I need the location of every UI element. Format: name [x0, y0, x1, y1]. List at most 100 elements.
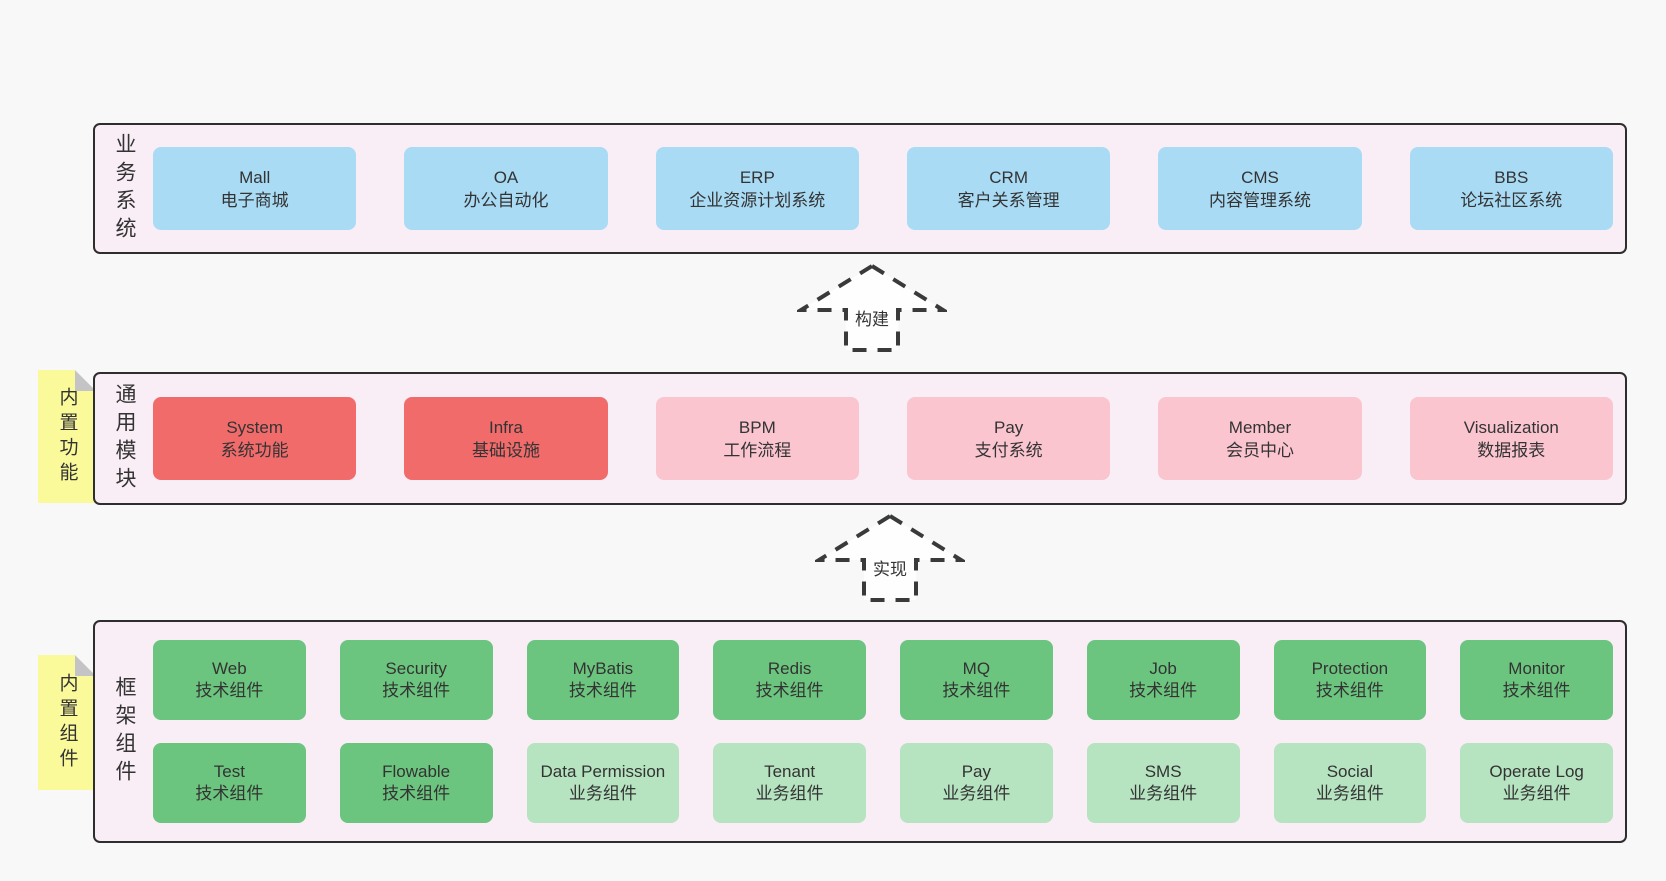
- build-arrow-label: 构建: [851, 304, 893, 331]
- box-title: MyBatis: [572, 659, 634, 678]
- box-subtitle: 业务组件: [1315, 784, 1384, 803]
- box-subtitle: 电子商城: [220, 190, 289, 210]
- box-title: Data Permission: [540, 762, 666, 781]
- box-subtitle: 技术组件: [195, 784, 264, 803]
- box-title: ERP: [739, 167, 775, 187]
- business-systems-label: 业务系统: [113, 132, 136, 245]
- box-mall: Mall 电子商城: [153, 147, 357, 230]
- box-title: Redis: [767, 659, 812, 678]
- box-title: Tenant: [764, 762, 816, 781]
- framework-components-label: 框架组件: [113, 675, 136, 788]
- box-social: Social 业务组件: [1273, 743, 1427, 823]
- box-title: Monitor: [1508, 659, 1565, 678]
- box-title: Social: [1326, 762, 1374, 781]
- box-subtitle: 企业资源计划系统: [689, 190, 826, 210]
- box-subtitle: 工作流程: [723, 440, 792, 460]
- common-modules-panel: 通用模块 System 系统功能 Infra 基础设施 BPM 工作流程 Pay…: [93, 372, 1627, 505]
- box-mq: MQ 技术组件: [900, 640, 1053, 720]
- box-subtitle: 系统功能: [220, 440, 289, 460]
- box-subtitle: 内容管理系统: [1208, 190, 1311, 210]
- box-subtitle: 技术组件: [568, 681, 637, 700]
- implement-arrow: 实现: [815, 512, 965, 602]
- box-erp: ERP 企业资源计划系统: [655, 147, 859, 230]
- box-subtitle: 技术组件: [1502, 681, 1571, 700]
- box-crm: CRM 客户关系管理: [906, 147, 1111, 230]
- box-cms: CMS 内容管理系统: [1158, 147, 1362, 230]
- box-pay: Pay 支付系统: [906, 397, 1111, 480]
- box-title: MQ: [962, 659, 991, 678]
- box-title: Flowable: [382, 762, 451, 781]
- box-title: OA: [493, 167, 519, 187]
- box-title: BPM: [738, 417, 776, 437]
- box-web: Web 技术组件: [153, 640, 306, 720]
- box-subtitle: 会员中心: [1225, 440, 1294, 460]
- box-data-permission: Data Permission 业务组件: [526, 743, 680, 823]
- box-title: Member: [1228, 417, 1292, 437]
- box-mybatis: MyBatis 技术组件: [526, 640, 680, 720]
- box-protection: Protection 技术组件: [1273, 640, 1427, 720]
- box-security: Security 技术组件: [339, 640, 493, 720]
- box-infra: Infra 基础设施: [404, 397, 608, 480]
- box-subtitle: 技术组件: [382, 784, 451, 803]
- builtin-components-tag: 内置组件: [38, 655, 96, 790]
- box-pay-component: Pay 业务组件: [900, 743, 1053, 823]
- common-modules-label: 通用模块: [113, 382, 136, 495]
- box-title: Pay: [994, 417, 1024, 437]
- box-title: Mall: [239, 167, 271, 187]
- box-subtitle: 技术组件: [382, 681, 451, 700]
- box-subtitle: 技术组件: [1129, 681, 1198, 700]
- box-subtitle: 客户关系管理: [957, 190, 1060, 210]
- box-subtitle: 业务组件: [755, 784, 824, 803]
- builtin-features-tag: 内置功能: [38, 370, 96, 503]
- box-flowable: Flowable 技术组件: [339, 743, 493, 823]
- box-job: Job 技术组件: [1086, 640, 1240, 720]
- framework-row-2: Test 技术组件 Flowable 技术组件 Data Permission …: [153, 743, 1613, 823]
- box-bpm: BPM 工作流程: [655, 397, 859, 480]
- box-operate-log: Operate Log 业务组件: [1460, 743, 1613, 823]
- framework-components-panel: 框架组件 Web 技术组件 Security 技术组件 MyBatis 技术组件…: [93, 620, 1627, 843]
- box-subtitle: 支付系统: [974, 440, 1043, 460]
- box-title: SMS: [1144, 762, 1182, 781]
- box-sms: SMS 业务组件: [1086, 743, 1240, 823]
- build-arrow: 构建: [797, 262, 947, 352]
- box-title: CMS: [1241, 167, 1279, 187]
- box-subtitle: 论坛社区系统: [1460, 190, 1563, 210]
- box-member: Member 会员中心: [1158, 397, 1362, 480]
- box-title: Job: [1149, 659, 1177, 678]
- box-title: System: [226, 417, 283, 437]
- box-title: Pay: [961, 762, 992, 781]
- box-visualization: Visualization 数据报表: [1409, 397, 1613, 480]
- box-subtitle: 技术组件: [195, 681, 264, 700]
- box-subtitle: 技术组件: [1315, 681, 1384, 700]
- box-title: Operate Log: [1489, 762, 1584, 781]
- box-subtitle: 技术组件: [755, 681, 824, 700]
- box-title: CRM: [989, 167, 1028, 187]
- implement-arrow-label: 实现: [869, 554, 911, 581]
- box-title: Web: [212, 659, 247, 678]
- box-title: Protection: [1311, 659, 1389, 678]
- framework-row-1: Web 技术组件 Security 技术组件 MyBatis 技术组件 Redi…: [153, 640, 1613, 720]
- box-subtitle: 业务组件: [1129, 784, 1198, 803]
- box-subtitle: 业务组件: [1502, 784, 1571, 803]
- box-subtitle: 业务组件: [568, 784, 637, 803]
- business-systems-boxes: Mall 电子商城 OA 办公自动化 ERP 企业资源计划系统 CRM 客户关系…: [153, 125, 1613, 252]
- box-oa: OA 办公自动化: [404, 147, 608, 230]
- common-modules-boxes: System 系统功能 Infra 基础设施 BPM 工作流程 Pay 支付系统…: [153, 374, 1613, 503]
- framework-components-rows: Web 技术组件 Security 技术组件 MyBatis 技术组件 Redi…: [153, 622, 1613, 841]
- box-subtitle: 数据报表: [1477, 440, 1546, 460]
- box-subtitle: 技术组件: [942, 681, 1011, 700]
- box-title: Visualization: [1463, 417, 1559, 437]
- box-monitor: Monitor 技术组件: [1460, 640, 1613, 720]
- box-subtitle: 基础设施: [471, 440, 540, 460]
- box-title: Test: [213, 762, 245, 781]
- box-subtitle: 办公自动化: [463, 190, 549, 210]
- box-subtitle: 业务组件: [942, 784, 1011, 803]
- box-title: Infra: [488, 417, 523, 437]
- business-systems-panel: 业务系统 Mall 电子商城 OA 办公自动化 ERP 企业资源计划系统 CRM…: [93, 123, 1627, 254]
- box-tenant: Tenant 业务组件: [713, 743, 866, 823]
- builtin-features-tag-label: 内置功能: [56, 386, 78, 487]
- box-bbs: BBS 论坛社区系统: [1409, 147, 1613, 230]
- box-test: Test 技术组件: [153, 743, 306, 823]
- box-title: BBS: [1494, 167, 1529, 187]
